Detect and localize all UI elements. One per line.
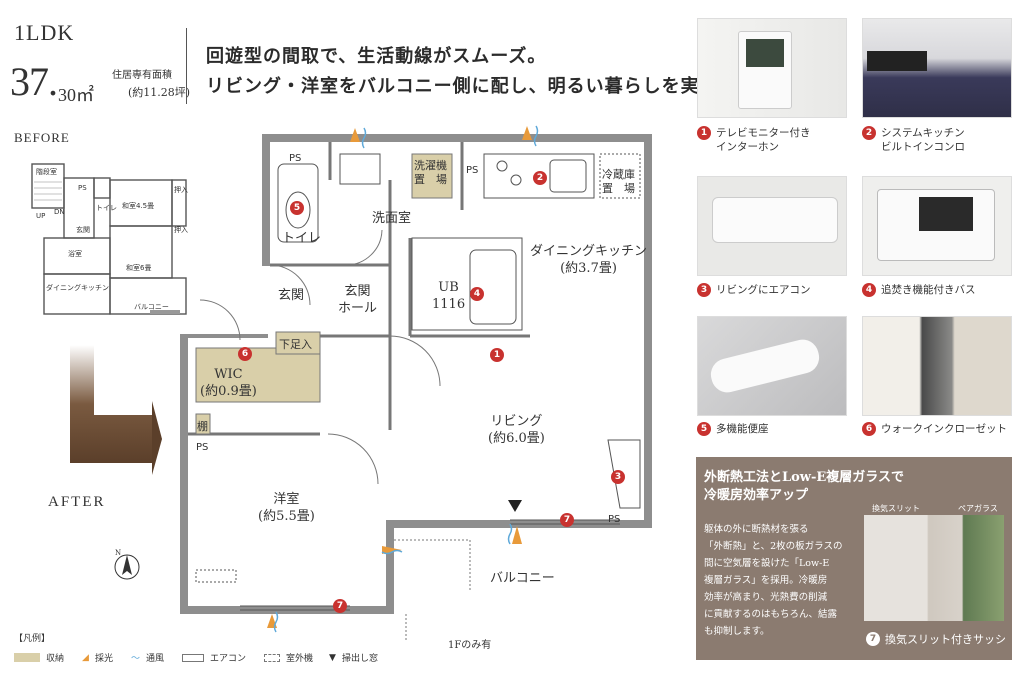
room-shoes: 下足入 [279,338,312,351]
svg-text:トイレ: トイレ [96,204,117,212]
photo-kitchen [862,18,1012,118]
room-western: 洋室(約5.5畳) [258,492,315,524]
room-toilet: トイレ [282,231,322,246]
headline: 回遊型の間取で、生活動線がスムーズ。 リビング・洋室をバルコニー側に配し、明るい… [206,46,738,97]
ps-label-2: PS [466,165,479,176]
panel-body: 躯体の外に断熱材を張る 「外断熱」と、2枚の板ガラスの 間に空気層を設けた「Lo… [704,524,843,637]
badge-2: 2 [533,171,547,185]
room-shelf: 棚 [197,420,208,433]
badge-4: 4 [470,287,484,301]
before-plan: 階段室 PS トイレ UP DN 玄関 押入 和室4.5畳 押入 和室6畳 浴室… [31,163,188,315]
header-divider [186,28,187,104]
sweep-window-icon [508,500,522,512]
outdoor-unit-icon [264,653,280,662]
after-label: AFTER [48,494,106,510]
svg-text:PS: PS [78,184,87,192]
room-genkan: 玄関 [278,288,305,303]
ps-label: PS [289,153,302,164]
svg-text:UP: UP [36,212,45,220]
svg-text:バルコニー: バルコニー [134,303,169,311]
svg-text:押入: 押入 [174,185,188,194]
sash-photo [864,515,1004,621]
legend: 収納 ◢採光 〜通風 エアコン 室外機 ▼掃出し窓 [14,651,378,664]
room-balcony: バルコニー [490,571,555,586]
svg-text:DN: DN [54,208,65,216]
feature-4-caption: 4 追焚き機能付きバス [862,283,976,297]
badge-7a: 7 [560,513,574,527]
washer-space [411,153,453,199]
feature-7-caption: 7 換気スリット付きサッシ [866,631,1006,647]
light-icon: ◢ [82,652,89,663]
badge-1: 1 [490,348,504,362]
room-hall: 玄関ホール [338,284,378,316]
area-label: 住居専有面積 [112,70,172,81]
after-floor-plan [180,125,652,640]
pair-glass-label: ペアガラス [958,504,998,513]
storage-swatch [14,653,40,662]
feature-2-caption: 2 システムキッチン ビルトインコンロ [862,126,965,154]
slit-label: 換気スリット [872,504,920,513]
svg-text:ダイニングキッチン: ダイニングキッチン [46,283,109,292]
feature-3-caption: 3 リビングにエアコン [697,283,811,297]
wind-icon: 〜 [130,654,140,664]
photo-aircon [697,176,847,276]
badge-6: 6 [238,347,252,361]
shelf [195,413,211,435]
room-washroom: 洗面室 [372,211,412,226]
svg-text:和室4.5畳: 和室4.5畳 [122,201,154,210]
svg-text:押入: 押入 [174,225,188,234]
feature-6-caption: 6 ウォークインクローゼット [862,422,1007,436]
unit-bath [411,237,523,331]
area-unit: 30㎡ [58,85,94,105]
shoe-cabinet [275,331,321,355]
before-room-label: 階段室 [36,167,57,176]
plan-type: 1LDK [14,20,75,45]
room-wic: WIC(約0.9畳) [200,367,257,399]
room-fridge-space: 冷蔵庫置 場 [602,168,635,195]
photo-wic [862,316,1012,416]
ps-label-4: PS [608,514,621,525]
wic-area [195,347,321,403]
badge-3: 3 [611,470,625,484]
photo-toilet-remote [697,316,847,416]
area-tsubo: (約11.28坪) [128,86,191,99]
only-1f-note: 1Fのみ有 [448,640,492,651]
badge-7b: 7 [333,599,347,613]
ps-label-3: PS [196,442,209,453]
svg-text:玄関: 玄関 [76,225,90,234]
insulation-panel: 外断熱工法とLow-E複層ガラスで 冷暖房効率アップ 躯体の外に断熱材を張る 「… [696,457,1012,660]
panel-title: 外断熱工法とLow-E複層ガラスで 冷暖房効率アップ [704,470,905,503]
area-value: 37. [10,59,58,104]
room-living: リビング(約6.0畳) [488,414,545,446]
room-washer-space: 洗濯機置 場 [414,159,447,186]
badge-5: 5 [290,201,304,215]
ac-icon [181,653,204,662]
transition-arrow [70,345,162,475]
svg-text:浴室: 浴室 [68,249,82,258]
svg-text:N: N [115,549,121,557]
north-compass-icon: N [114,549,140,580]
legend-title: 【凡例】 [14,634,51,644]
sweep-window-legend-icon: ▼ [329,652,336,663]
photo-intercom [697,18,847,118]
svg-text:和室6畳: 和室6畳 [126,263,151,272]
feature-1-caption: 1 テレビモニター付き インターホン [697,126,811,154]
room-dk: ダイニングキッチン(約3.7畳) [530,244,648,276]
before-label: BEFORE [14,130,70,145]
photo-bath-panel [862,176,1012,276]
feature-5-caption: 5 多機能便座 [697,422,769,436]
